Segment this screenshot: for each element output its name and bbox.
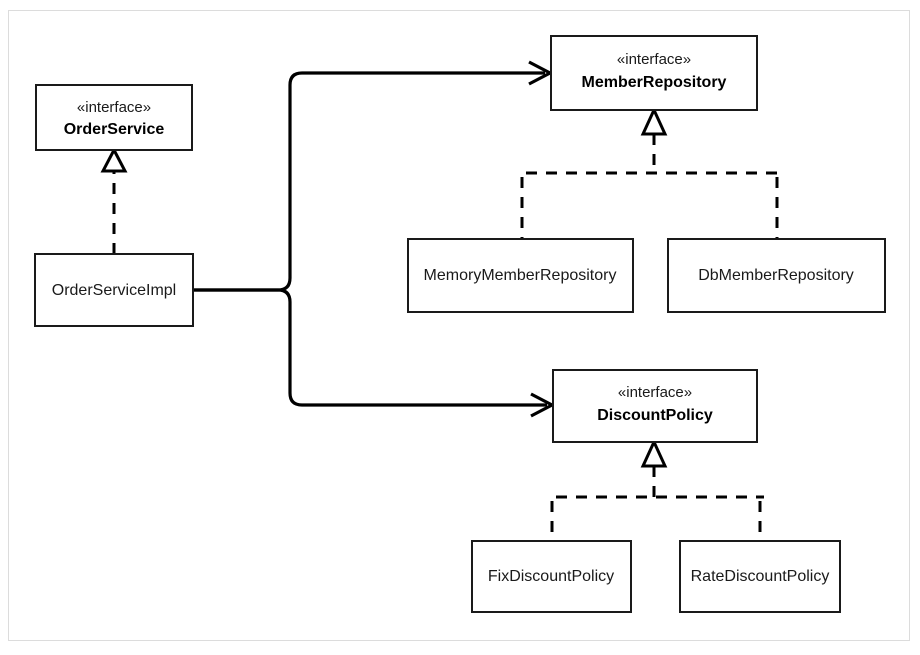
node-box — [471, 540, 632, 613]
node-title: MemoryMemberRepository — [424, 267, 617, 284]
node-order-service[interactable]: «interface» OrderService — [35, 84, 193, 151]
hollow-triangle-icon — [640, 438, 668, 468]
hollow-triangle-icon — [640, 106, 668, 136]
node-box — [550, 35, 758, 111]
hollow-triangle-icon — [100, 146, 128, 173]
node-box — [552, 369, 758, 443]
node-title: OrderServiceImpl — [52, 282, 176, 299]
edge-discount-policy-realizations — [550, 438, 764, 541]
node-stereotype: «interface» — [77, 99, 151, 116]
node-fix-discount-policy[interactable]: FixDiscountPolicy — [471, 540, 632, 613]
node-title: OrderService — [64, 121, 165, 138]
node-stereotype: «interface» — [617, 51, 691, 68]
node-memory-member-repository[interactable]: MemoryMemberRepository — [407, 238, 634, 313]
edge-impl-realizes-order-service — [100, 146, 128, 254]
node-box — [34, 253, 194, 327]
node-order-service-impl[interactable]: OrderServiceImpl — [34, 253, 194, 327]
node-title: FixDiscountPolicy — [488, 568, 614, 585]
node-rate-discount-policy[interactable]: RateDiscountPolicy — [679, 540, 841, 613]
node-title: DbMemberRepository — [698, 267, 854, 284]
node-member-repository[interactable]: «interface» MemberRepository — [550, 35, 758, 111]
node-title: MemberRepository — [582, 74, 727, 91]
node-box — [679, 540, 841, 613]
edge-line — [193, 288, 547, 407]
edge-member-repository-realizations — [520, 106, 782, 239]
node-title: DiscountPolicy — [597, 407, 713, 424]
node-box — [35, 84, 193, 151]
node-stereotype: «interface» — [618, 384, 692, 401]
node-box — [667, 238, 886, 313]
node-title: RateDiscountPolicy — [691, 568, 830, 585]
node-discount-policy[interactable]: «interface» DiscountPolicy — [552, 369, 758, 443]
node-box — [407, 238, 634, 313]
node-db-member-repository[interactable]: DbMemberRepository — [667, 238, 886, 313]
